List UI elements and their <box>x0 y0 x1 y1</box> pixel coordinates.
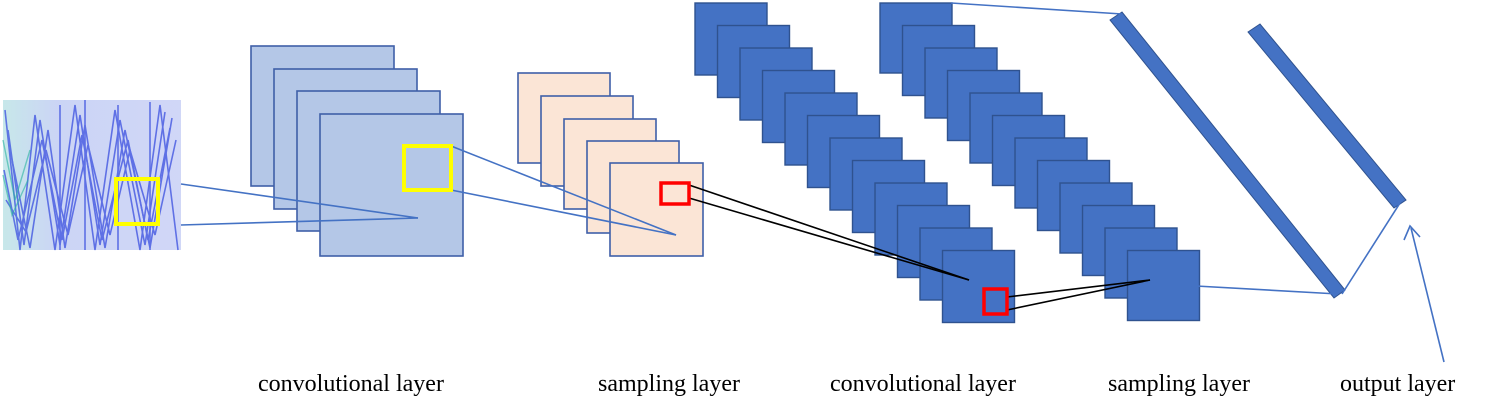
pool1-kernel-red <box>659 181 691 206</box>
conv-layer-2-label: convolutional layer <box>830 371 1016 397</box>
conv-layer-1-label: convolutional layer <box>258 371 444 397</box>
pool-layer-1-label: sampling layer <box>598 371 740 397</box>
conv1-feature-map <box>319 113 464 257</box>
input-kernel-yellow <box>114 177 160 226</box>
conv2-feature-map <box>941 249 1016 324</box>
input-image <box>2 100 181 251</box>
pool-layer-1-stack <box>517 72 704 257</box>
pool-layer-2-label: sampling layer <box>1108 371 1250 397</box>
kernels <box>114 144 1009 316</box>
black-connector-lines <box>688 184 1151 311</box>
connector-lines <box>180 2 1401 295</box>
pool-layer-2-stack <box>879 2 1201 322</box>
output-layer-label: output layer <box>1340 371 1456 397</box>
conv-layer-1-stack <box>250 45 464 257</box>
conv-layer-2-stack <box>694 2 1016 324</box>
conv1-kernel-yellow <box>402 144 453 192</box>
output-arrow <box>1403 224 1445 363</box>
conv2-kernel-red <box>982 287 1009 316</box>
pool1-feature-map <box>609 162 704 257</box>
